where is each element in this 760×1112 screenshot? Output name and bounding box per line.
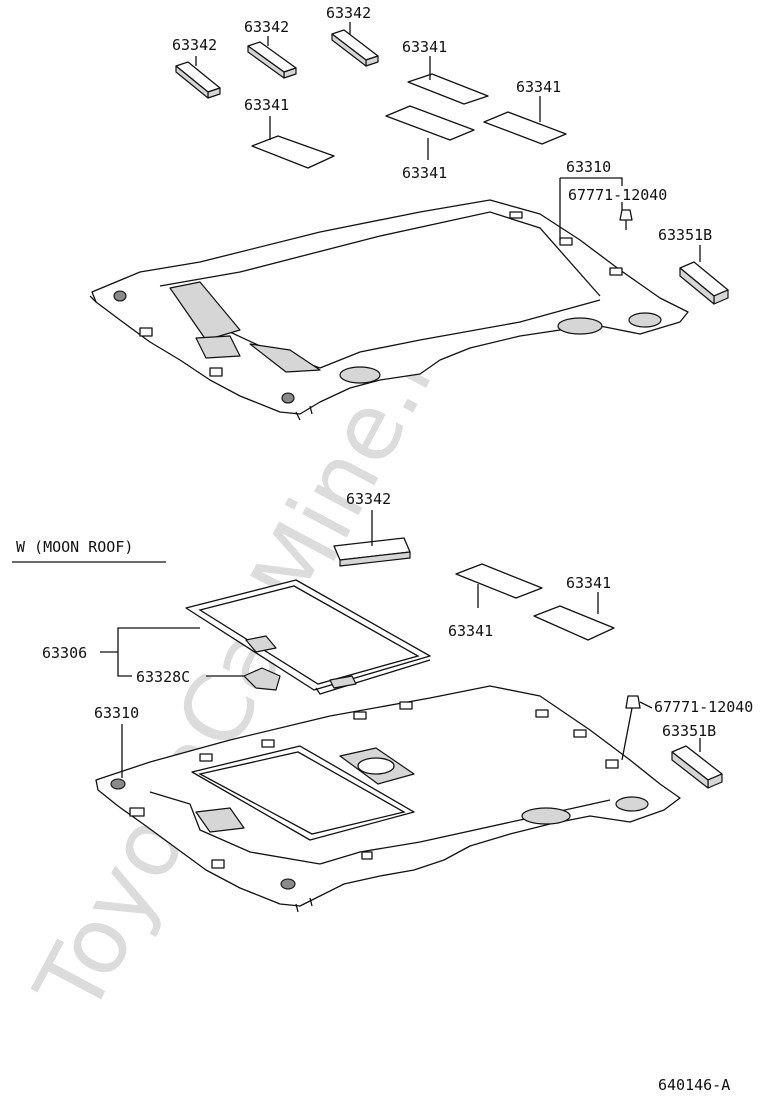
sheet-63341-c <box>483 111 567 145</box>
sheet-63341-bottom-a <box>455 563 543 599</box>
label-63310-bottom: 63310 <box>94 704 139 722</box>
label-63341-a: 63341 <box>402 38 447 56</box>
pad-63342-bottom <box>333 537 411 567</box>
headliner-bottom <box>95 685 681 913</box>
top-assembly <box>89 22 729 421</box>
label-63351b-top: 63351B <box>658 226 712 244</box>
diagram-code: 640146-A <box>658 1076 730 1094</box>
bottom-assembly <box>95 510 723 913</box>
sheet-63341-b <box>385 105 475 141</box>
label-67771-bottom: 67771-12040 <box>654 698 753 716</box>
label-63306: 63306 <box>42 644 87 662</box>
bracket-63351b-top <box>679 261 729 305</box>
clip-67771-top <box>619 209 633 230</box>
headliner-top <box>89 199 689 421</box>
bracket-63351b-bottom <box>671 745 723 789</box>
clip-67771-bottom <box>621 695 641 761</box>
pad-63342-right <box>331 29 379 67</box>
label-63341-c: 63341 <box>516 78 561 96</box>
label-63342-right: 63342 <box>326 4 371 22</box>
label-63351b-bottom: 63351B <box>662 722 716 740</box>
clip-63328c <box>243 667 281 691</box>
section-label: W (MOON ROOF) <box>16 538 133 556</box>
moonroof-frame-63306 <box>185 579 431 695</box>
label-67771-top: 67771-12040 <box>568 186 667 204</box>
label-63341-d: 63341 <box>244 96 289 114</box>
label-63342-middle: 63342 <box>244 18 289 36</box>
pad-63342-middle <box>247 41 297 79</box>
label-63342-left: 63342 <box>172 36 217 54</box>
sheet-63341-a <box>407 73 489 105</box>
label-63341-bottom-b: 63341 <box>566 574 611 592</box>
sheet-63341-bottom-b <box>533 605 615 641</box>
label-63341-bottom-a: 63341 <box>448 622 493 640</box>
label-63310-top: 63310 <box>566 158 611 176</box>
sheet-63341-d <box>251 135 335 169</box>
label-63341-b: 63341 <box>402 164 447 182</box>
label-63328c: 63328C <box>136 668 190 686</box>
label-63342-bottom: 63342 <box>346 490 391 508</box>
pad-63342-left <box>175 61 221 99</box>
